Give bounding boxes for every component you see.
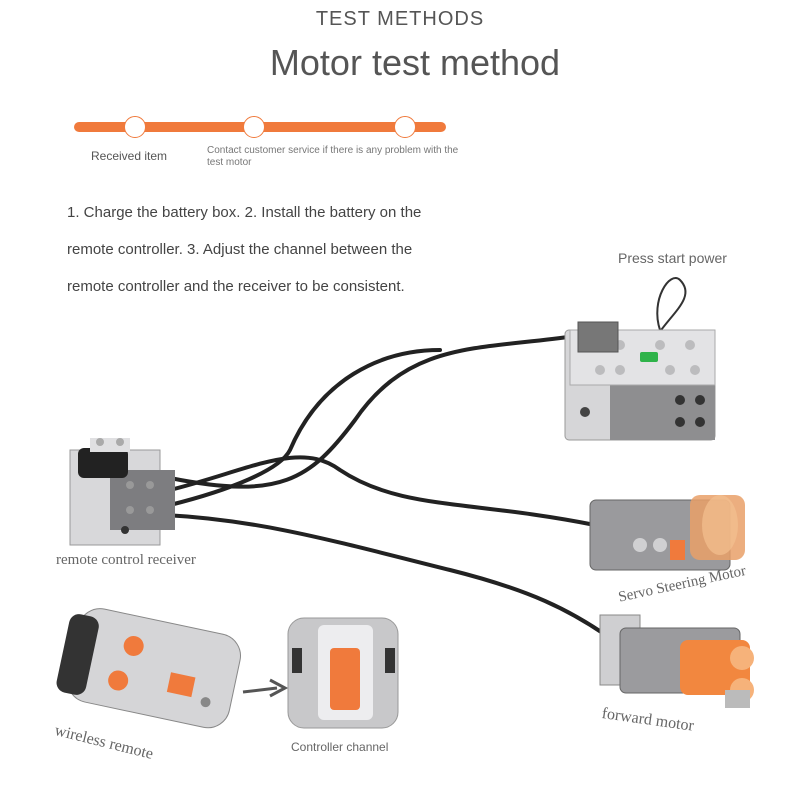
step-dot-2 [243, 116, 265, 138]
servo-motor [589, 495, 745, 571]
receiver-brick [69, 438, 175, 546]
step-dot-1 [124, 116, 146, 138]
wireless-remote [56, 608, 241, 729]
label-remote-control-receiver: remote control receiver [56, 552, 196, 568]
cables [163, 334, 612, 640]
battery-box [564, 321, 716, 441]
controller-channel-closeup [287, 617, 399, 729]
page-title: Motor test method [269, 42, 561, 83]
step-note-contact: Contact customer service if there is any… [207, 145, 459, 168]
power-cable [649, 277, 687, 351]
step-dot-3 [394, 116, 416, 138]
instruction-line-2: remote controller. 3. Adjust the channel… [67, 241, 413, 258]
instructions: 1. Charge the battery box. 2. Install th… [67, 194, 467, 305]
step-label-received: Received item [91, 149, 168, 163]
forward-motor [599, 614, 754, 708]
section-kicker: TEST METHODS [315, 8, 485, 30]
arrow-icon [242, 678, 289, 698]
label-controller-channel: Controller channel [291, 740, 389, 754]
instruction-line-1: 1. Charge the battery box. 2. Install th… [67, 204, 422, 221]
instruction-line-3: remote controller and the receiver to be… [67, 278, 405, 295]
label-press-start-power: Press start power [618, 250, 727, 266]
